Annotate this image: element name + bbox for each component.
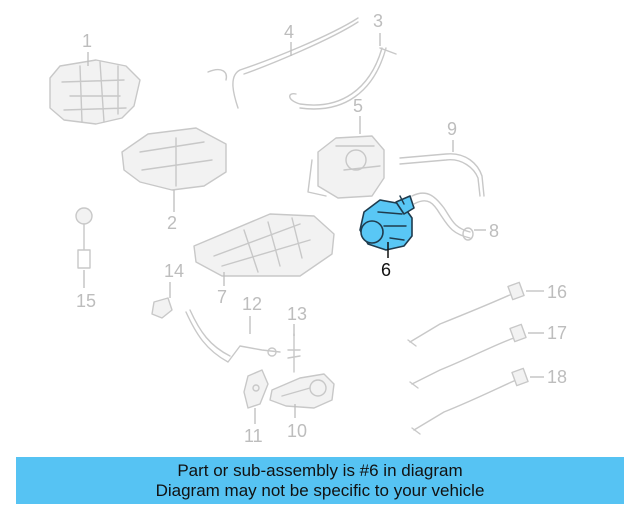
- callout-4: 4: [284, 22, 294, 56]
- callout-15: 15: [76, 270, 96, 311]
- svg-text:18: 18: [547, 367, 567, 387]
- callout-1: 1: [82, 31, 92, 66]
- part-2-cover-plate[interactable]: [121, 127, 227, 191]
- svg-text:15: 15: [76, 291, 96, 311]
- part-18-oxygen-sensor[interactable]: [411, 367, 529, 435]
- parts-diagram: 1 2 3 4 5: [49, 11, 567, 446]
- part-16-oxygen-sensor[interactable]: [407, 281, 525, 347]
- callout-3: 3: [373, 11, 383, 46]
- svg-text:10: 10: [287, 421, 307, 441]
- svg-text:13: 13: [287, 304, 307, 324]
- callout-8: 8: [474, 221, 499, 241]
- part-9-hose[interactable]: [399, 153, 485, 197]
- svg-text:12: 12: [242, 294, 262, 314]
- svg-text:17: 17: [547, 323, 567, 343]
- callout-12: 12: [242, 294, 262, 334]
- callout-6: 6: [381, 242, 391, 280]
- callout-13: 13: [287, 304, 307, 336]
- part-6-air-pump[interactable]: [359, 195, 415, 251]
- svg-text:4: 4: [284, 22, 294, 42]
- svg-text:8: 8: [489, 221, 499, 241]
- callout-2: 2: [167, 190, 177, 233]
- diagram-note-banner: Part or sub-assembly is #6 in diagram Di…: [16, 457, 624, 504]
- part-15-sensor[interactable]: [75, 207, 93, 269]
- part-5-valve[interactable]: [307, 135, 385, 199]
- part-10-bracket[interactable]: [269, 373, 335, 409]
- part-3-hose[interactable]: [289, 47, 397, 110]
- callout-10: 10: [287, 404, 307, 441]
- svg-text:2: 2: [167, 213, 177, 233]
- part-12-pipe[interactable]: [185, 309, 281, 363]
- svg-text:1: 1: [82, 31, 92, 51]
- banner-line-part-number: Part or sub-assembly is #6 in diagram: [177, 460, 463, 480]
- callout-11: 11: [244, 408, 263, 446]
- part-17-oxygen-sensor[interactable]: [409, 323, 527, 389]
- banner-line-disclaimer: Diagram may not be specific to your vehi…: [155, 480, 485, 500]
- svg-text:5: 5: [353, 96, 363, 116]
- part-14-clip[interactable]: [151, 297, 173, 319]
- svg-text:9: 9: [447, 119, 457, 139]
- callout-9: 9: [447, 119, 457, 152]
- svg-text:14: 14: [164, 261, 184, 281]
- svg-text:11: 11: [244, 426, 263, 446]
- part-11-bracket[interactable]: [243, 369, 269, 409]
- svg-text:6: 6: [381, 260, 391, 280]
- part-13-bolt[interactable]: [287, 333, 301, 373]
- callout-14: 14: [164, 261, 184, 298]
- part-8-hose[interactable]: [411, 192, 474, 241]
- callout-18: 18: [530, 367, 567, 387]
- svg-text:16: 16: [547, 282, 567, 302]
- callout-16: 16: [526, 282, 567, 302]
- part-4-hose[interactable]: [207, 17, 359, 109]
- part-7-manifold[interactable]: [193, 213, 335, 277]
- svg-text:7: 7: [217, 287, 227, 307]
- callout-17: 17: [528, 323, 567, 343]
- callout-7: 7: [217, 272, 227, 307]
- callout-5: 5: [353, 96, 363, 134]
- part-1-cover[interactable]: [49, 59, 141, 125]
- svg-text:3: 3: [373, 11, 383, 31]
